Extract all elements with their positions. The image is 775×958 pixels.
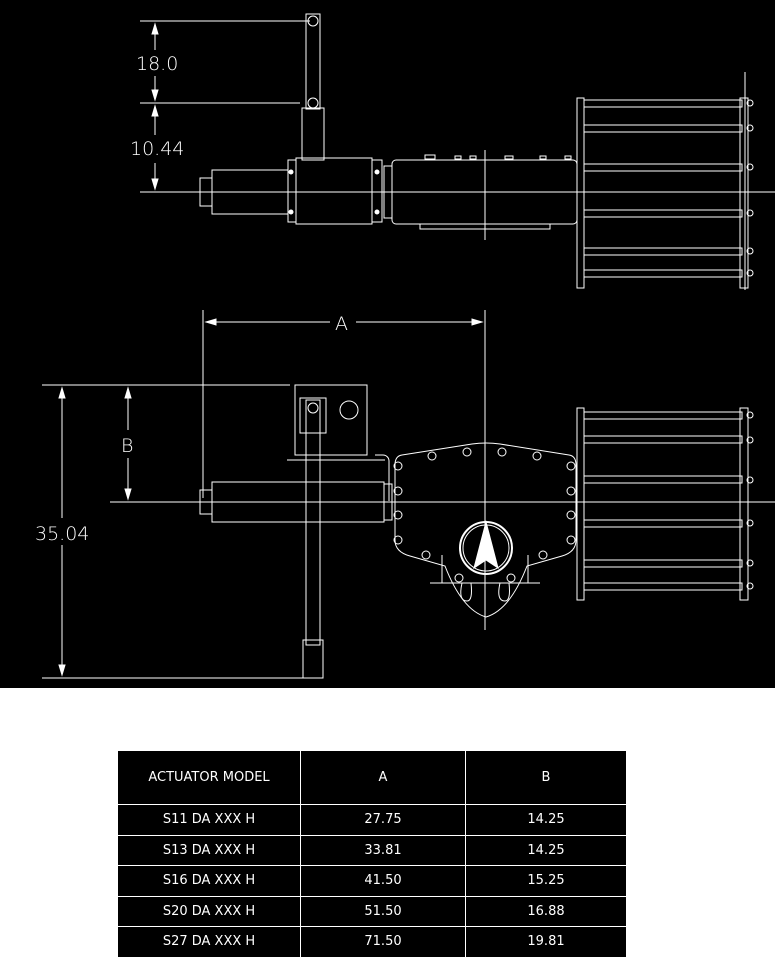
cell-a: 41.50 (300, 865, 466, 897)
top-view: 18.0 10.44 (130, 13, 775, 290)
dim-a: A (335, 313, 348, 335)
cell-b: 14.25 (465, 834, 627, 866)
table-row: S13 DA XXX H 33.81 14.25 (117, 834, 627, 866)
table-header-row: ACTUATOR MODEL A B (117, 750, 627, 805)
dim-top-offset: 18.0 (136, 53, 178, 75)
header-b: B (465, 750, 627, 805)
cell-b: 15.25 (465, 865, 627, 897)
cell-model: S20 DA XXX H (117, 895, 301, 927)
dim-total-height: 35.04 (35, 523, 89, 545)
table-row: S11 DA XXX H 27.75 14.25 (117, 804, 627, 836)
cell-a: 33.81 (300, 834, 466, 866)
cell-model: S11 DA XXX H (117, 804, 301, 836)
cell-a: 71.50 (300, 926, 466, 958)
header-a: A (300, 750, 466, 805)
front-view: A B 35.04 (35, 310, 775, 679)
header-actuator-model: ACTUATOR MODEL (117, 750, 301, 805)
cell-model: S13 DA XXX H (117, 834, 301, 866)
dimensions-table: ACTUATOR MODEL A B S11 DA XXX H 27.75 14… (117, 750, 627, 958)
cell-b: 16.88 (465, 895, 627, 927)
actuator-technical-drawing: 18.0 10.44 A (0, 0, 775, 688)
table-row: S20 DA XXX H 51.50 16.88 (117, 895, 627, 927)
table-row: S16 DA XXX H 41.50 15.25 (117, 865, 627, 897)
cell-b: 19.81 (465, 926, 627, 958)
table-row: S27 DA XXX H 71.50 19.81 (117, 926, 627, 958)
cell-a: 27.75 (300, 804, 466, 836)
dim-b: B (121, 435, 133, 457)
dim-top-height: 10.44 (130, 138, 184, 160)
cell-a: 51.50 (300, 895, 466, 927)
cell-b: 14.25 (465, 804, 627, 836)
cell-model: S27 DA XXX H (117, 926, 301, 958)
cell-model: S16 DA XXX H (117, 865, 301, 897)
